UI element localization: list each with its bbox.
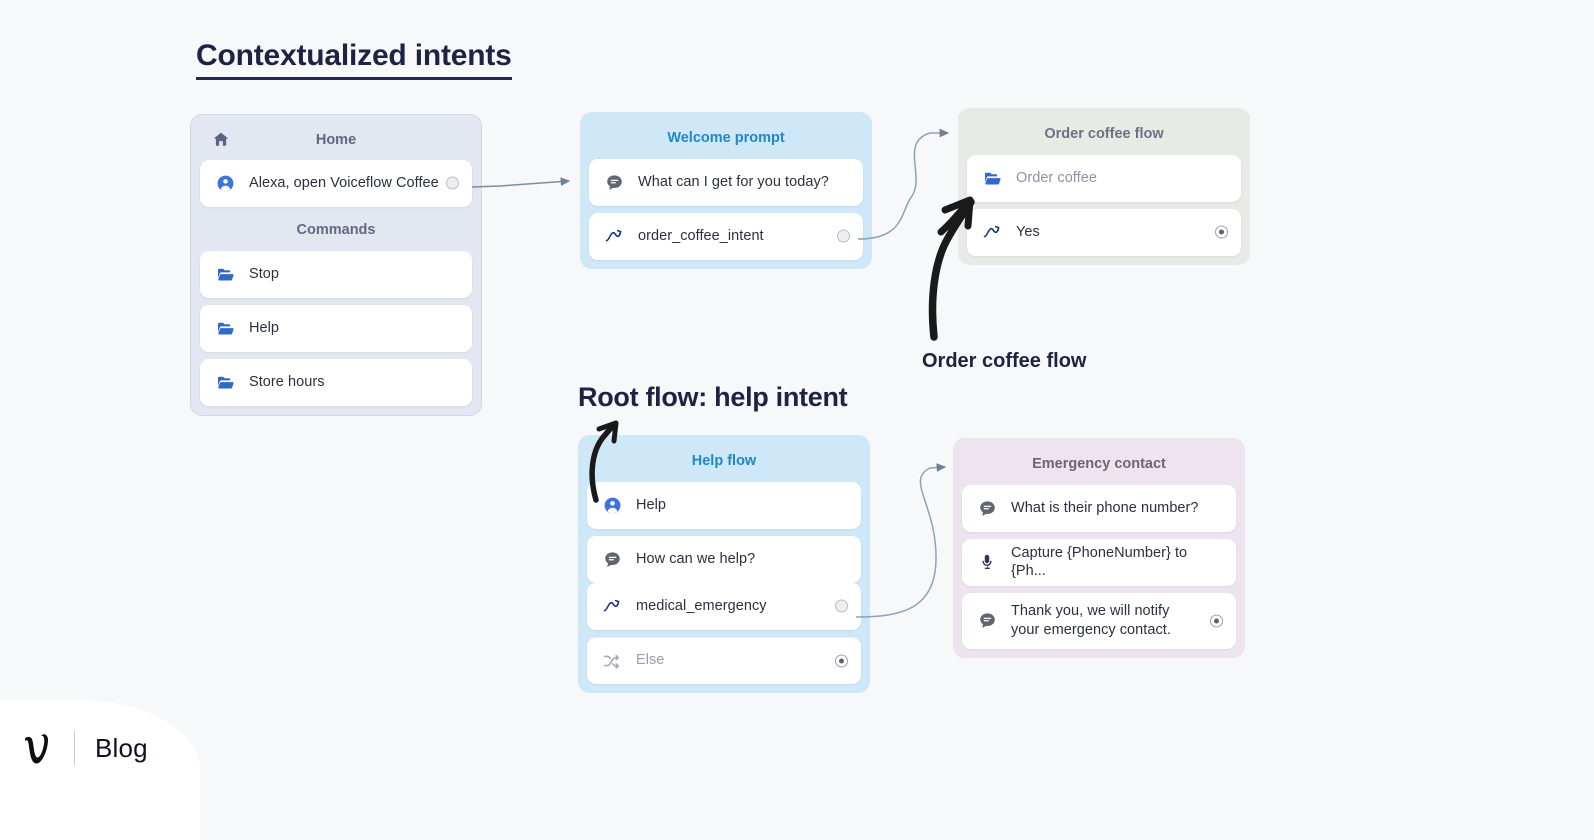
block-emergency-confirm-label: Thank you, we will notify your emergency… xyxy=(1011,603,1171,638)
block-command-store-hours[interactable]: Store hours xyxy=(200,358,472,406)
card-emergency-title: Emergency contact xyxy=(1032,456,1166,472)
page-title: Contextualized intents xyxy=(196,38,512,80)
section-title-root-flow: Root flow: help intent xyxy=(578,382,848,412)
folder-icon xyxy=(214,371,236,393)
voiceflow-v-logo-icon[interactable] xyxy=(16,726,56,770)
block-help-trigger[interactable]: Help xyxy=(587,481,861,529)
port-welcome-intent[interactable] xyxy=(837,229,850,243)
port-home-trigger[interactable] xyxy=(446,176,459,190)
card-welcome-prompt[interactable]: Welcome prompt What can I get for you to… xyxy=(580,112,872,269)
speech-bubble-icon xyxy=(601,548,623,570)
speech-bubble-icon xyxy=(976,497,998,519)
block-help-trigger-label: Help xyxy=(636,496,667,513)
folder-icon xyxy=(214,263,236,285)
block-emergency-ask-phone-label: What is their phone number? xyxy=(1011,499,1199,516)
block-command-stop-label: Stop xyxy=(249,265,280,282)
block-home-trigger-label: Alexa, open Voiceflow Coffee xyxy=(249,174,439,191)
speech-bubble-icon xyxy=(603,171,625,193)
caption-order-coffee-flow: Order coffee flow xyxy=(922,350,1087,372)
home-icon xyxy=(212,130,230,152)
wire-home-to-welcome xyxy=(471,177,571,188)
card-order-coffee-flow[interactable]: Order coffee flow Order coffee Yes xyxy=(958,108,1250,265)
person-icon xyxy=(214,172,236,194)
card-help-title: Help flow xyxy=(691,453,757,469)
intent-icon xyxy=(601,595,623,617)
block-emergency-capture[interactable]: Capture {PhoneNumber} to {Ph... xyxy=(962,538,1236,586)
card-home-title-text: Home xyxy=(315,132,357,148)
port-order-coffee-yes[interactable] xyxy=(1215,225,1228,239)
block-order-coffee[interactable]: Order coffee xyxy=(967,154,1241,202)
person-icon xyxy=(601,494,623,516)
block-help-speak[interactable]: How can we help? xyxy=(587,535,861,583)
block-command-help-label: Help xyxy=(249,319,280,336)
card-help-flow[interactable]: Help flow Help How can we help? xyxy=(578,435,870,693)
folder-icon xyxy=(214,317,236,339)
footer-blog-label: Blog xyxy=(95,732,148,763)
block-emergency-capture-label: Capture {PhoneNumber} to {Ph... xyxy=(1011,544,1222,580)
help-intent-group: medical_emergency Else xyxy=(587,582,861,684)
footer-divider xyxy=(74,731,75,765)
block-welcome-speak[interactable]: What can I get for you today? xyxy=(589,158,863,206)
block-help-speak-label: How can we help? xyxy=(636,550,756,567)
footer-logo-row[interactable]: Blog xyxy=(16,722,148,774)
home-commands-label: Commands xyxy=(296,221,376,238)
capture-prefix: Capture xyxy=(1011,544,1068,561)
intent-icon xyxy=(981,221,1003,243)
port-help-medical-emergency[interactable] xyxy=(835,599,848,613)
card-order-coffee-title: Order coffee flow xyxy=(1044,126,1164,142)
block-help-medical-emergency[interactable]: medical_emergency xyxy=(587,582,861,630)
block-home-trigger[interactable]: Alexa, open Voiceflow Coffee xyxy=(200,159,472,207)
shuffle-icon xyxy=(601,650,623,672)
block-order-coffee-yes[interactable]: Yes xyxy=(967,208,1241,256)
card-welcome-title: Welcome prompt xyxy=(667,130,785,146)
capture-var-2: {Ph... xyxy=(1011,563,1046,579)
port-emergency-confirm[interactable] xyxy=(1210,614,1223,627)
block-welcome-speak-label: What can I get for you today? xyxy=(638,173,829,190)
block-help-medical-emergency-label: medical_emergency xyxy=(636,597,767,614)
card-home[interactable]: Home Alexa, open Voiceflow Coffee Comman… xyxy=(190,114,482,416)
capture-var-1: {PhoneNumber} xyxy=(1067,544,1171,561)
block-emergency-ask-phone[interactable]: What is their phone number? xyxy=(962,484,1236,532)
folder-icon xyxy=(981,167,1003,189)
block-order-coffee-label: Order coffee xyxy=(1016,169,1097,186)
block-command-store-hours-label: Store hours xyxy=(249,373,325,390)
speech-bubble-icon xyxy=(976,610,998,632)
block-help-else-label: Else xyxy=(636,652,665,669)
flow-canvas: Contextualized intents Home Alexa, open … xyxy=(16,38,1250,774)
card-home-title: Home xyxy=(200,124,472,160)
port-help-else[interactable] xyxy=(835,654,848,667)
microphone-icon xyxy=(976,551,998,573)
card-emergency-contact[interactable]: Emergency contact What is their phone nu… xyxy=(953,438,1245,658)
block-welcome-intent[interactable]: order_coffee_intent xyxy=(589,212,863,260)
block-welcome-intent-label: order_coffee_intent xyxy=(638,227,764,244)
intent-icon xyxy=(603,225,625,247)
block-order-coffee-yes-label: Yes xyxy=(1016,223,1040,240)
block-command-stop[interactable]: Stop xyxy=(200,250,472,298)
block-help-else[interactable]: Else xyxy=(587,636,861,684)
capture-mid: to xyxy=(1170,544,1188,561)
block-emergency-confirm[interactable]: Thank you, we will notify your emergency… xyxy=(962,592,1236,649)
block-command-help[interactable]: Help xyxy=(200,304,472,352)
